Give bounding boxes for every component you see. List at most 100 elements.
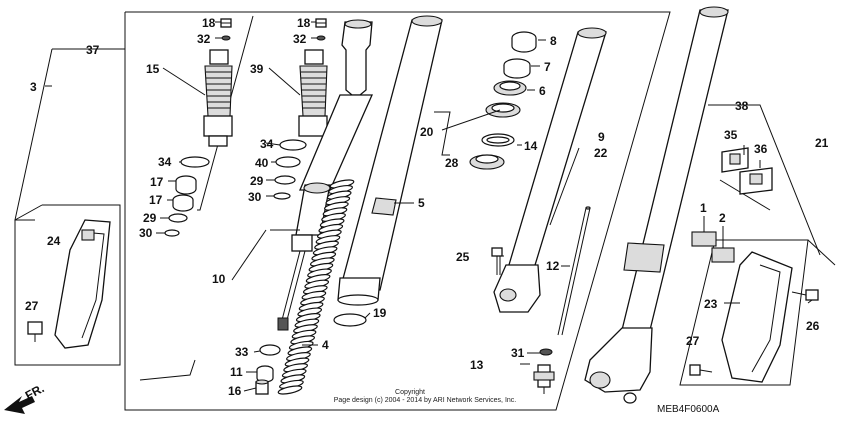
callout-40: 40 bbox=[255, 156, 269, 170]
bolt-18-right bbox=[315, 18, 327, 28]
damper-15 bbox=[203, 49, 233, 147]
oring-32-left bbox=[221, 35, 231, 41]
bracket-3 bbox=[14, 48, 53, 221]
callout-32: 32 bbox=[197, 32, 211, 46]
callout-18: 18 bbox=[202, 16, 216, 30]
nut-16 bbox=[255, 379, 269, 395]
fork-leg-38 bbox=[584, 6, 729, 404]
callout-27: 27 bbox=[686, 334, 700, 348]
assembly-frame bbox=[124, 11, 671, 411]
copyright-line-2: Page design (c) 2004 - 2014 by ARI Netwo… bbox=[334, 397, 517, 404]
callout-23: 23 bbox=[704, 297, 718, 311]
bolt-27-left bbox=[27, 321, 43, 342]
callout-37: 37 bbox=[86, 43, 100, 57]
dust-seal-28 bbox=[469, 154, 505, 170]
callout-26: 26 bbox=[806, 319, 820, 333]
clip-35 bbox=[721, 147, 749, 173]
callout-10: 10 bbox=[212, 272, 226, 286]
callout-6: 6 bbox=[539, 84, 546, 98]
collar-11 bbox=[256, 365, 274, 383]
damper-39 bbox=[298, 49, 328, 137]
callout-15: 15 bbox=[146, 62, 160, 76]
washer-40 bbox=[275, 156, 301, 168]
washer-30-right bbox=[273, 192, 291, 200]
copyright-line-1: Copyright bbox=[395, 389, 425, 396]
callout-3: 3 bbox=[30, 80, 37, 94]
oil-seal-20 bbox=[485, 102, 521, 118]
callout-13: 13 bbox=[470, 358, 484, 372]
callout-17: 17 bbox=[150, 175, 164, 189]
washer-29-left bbox=[168, 213, 188, 223]
callout-1: 1 bbox=[700, 201, 707, 215]
fork-guard-24 bbox=[54, 219, 111, 349]
callout-8: 8 bbox=[550, 34, 557, 48]
washer-34-left bbox=[180, 156, 210, 168]
valve-13 bbox=[533, 364, 555, 394]
spring-coil bbox=[277, 385, 303, 395]
callout-24: 24 bbox=[47, 234, 61, 248]
callout-numbers: 18 32 15 39 18 32 34 40 29 30 34 17 17 2… bbox=[25, 16, 829, 398]
stopper-ring-14 bbox=[481, 133, 515, 147]
bolt-26 bbox=[791, 289, 819, 301]
callout-25: 25 bbox=[456, 250, 470, 264]
callout-32: 32 bbox=[293, 32, 307, 46]
spring-4 bbox=[277, 179, 355, 395]
callout-28: 28 bbox=[445, 156, 459, 170]
callout-9: 9 bbox=[598, 130, 605, 144]
callout-38: 38 bbox=[735, 99, 749, 113]
outer-tube-5 bbox=[337, 15, 443, 306]
callout-12: 12 bbox=[546, 259, 560, 273]
callout-33: 33 bbox=[235, 345, 249, 359]
bolt-25 bbox=[491, 247, 503, 275]
bracket-1 bbox=[691, 231, 717, 247]
oring-32-right bbox=[316, 35, 326, 41]
cartridge-10 bbox=[277, 19, 373, 331]
callout-22: 22 bbox=[594, 146, 608, 160]
callout-4: 4 bbox=[322, 338, 329, 352]
callout-27: 27 bbox=[25, 299, 39, 313]
callout-29: 29 bbox=[250, 174, 264, 188]
callout-5: 5 bbox=[418, 196, 425, 210]
callout-21: 21 bbox=[815, 136, 829, 150]
bushing-7 bbox=[503, 58, 531, 79]
leader-lines bbox=[156, 21, 813, 392]
callout-17: 17 bbox=[149, 193, 163, 207]
callout-34: 34 bbox=[158, 155, 172, 169]
bolt-27-right bbox=[689, 364, 713, 376]
callout-30: 30 bbox=[248, 190, 262, 204]
fork-guard-23 bbox=[721, 251, 793, 383]
front-arrow-icon bbox=[4, 396, 35, 414]
callout-2: 2 bbox=[719, 211, 726, 225]
oring-31 bbox=[539, 348, 553, 356]
callout-11: 11 bbox=[230, 365, 243, 379]
callout-39: 39 bbox=[250, 62, 264, 76]
callout-30: 30 bbox=[139, 226, 153, 240]
callout-19: 19 bbox=[373, 306, 387, 320]
inner-tube-9 bbox=[493, 27, 607, 313]
callout-36: 36 bbox=[754, 142, 768, 156]
seal-19 bbox=[333, 313, 367, 327]
washer-29-right bbox=[274, 175, 296, 185]
callout-16: 16 bbox=[228, 384, 242, 398]
bushing-17-a bbox=[175, 175, 197, 195]
callout-35: 35 bbox=[724, 128, 738, 142]
guard-frame-left bbox=[14, 204, 121, 366]
callout-20: 20 bbox=[420, 125, 434, 139]
washer-33 bbox=[259, 344, 281, 356]
diagram-code: MEB4F0600A bbox=[657, 404, 720, 415]
bolt-18-left bbox=[220, 18, 232, 28]
guard-frame-right bbox=[679, 239, 809, 386]
washer-30-left bbox=[164, 229, 180, 237]
callout-34: 34 bbox=[260, 137, 274, 151]
bracket-2 bbox=[711, 247, 735, 263]
clip-36 bbox=[739, 167, 773, 195]
callout-31: 31 bbox=[511, 346, 525, 360]
callout-14: 14 bbox=[524, 139, 538, 153]
callout-7: 7 bbox=[544, 60, 551, 74]
washer-34-right bbox=[279, 139, 307, 151]
rod-12 bbox=[557, 206, 591, 336]
callout-29: 29 bbox=[143, 211, 157, 225]
bushing-8 bbox=[511, 31, 537, 53]
bracket-15 bbox=[197, 15, 254, 211]
